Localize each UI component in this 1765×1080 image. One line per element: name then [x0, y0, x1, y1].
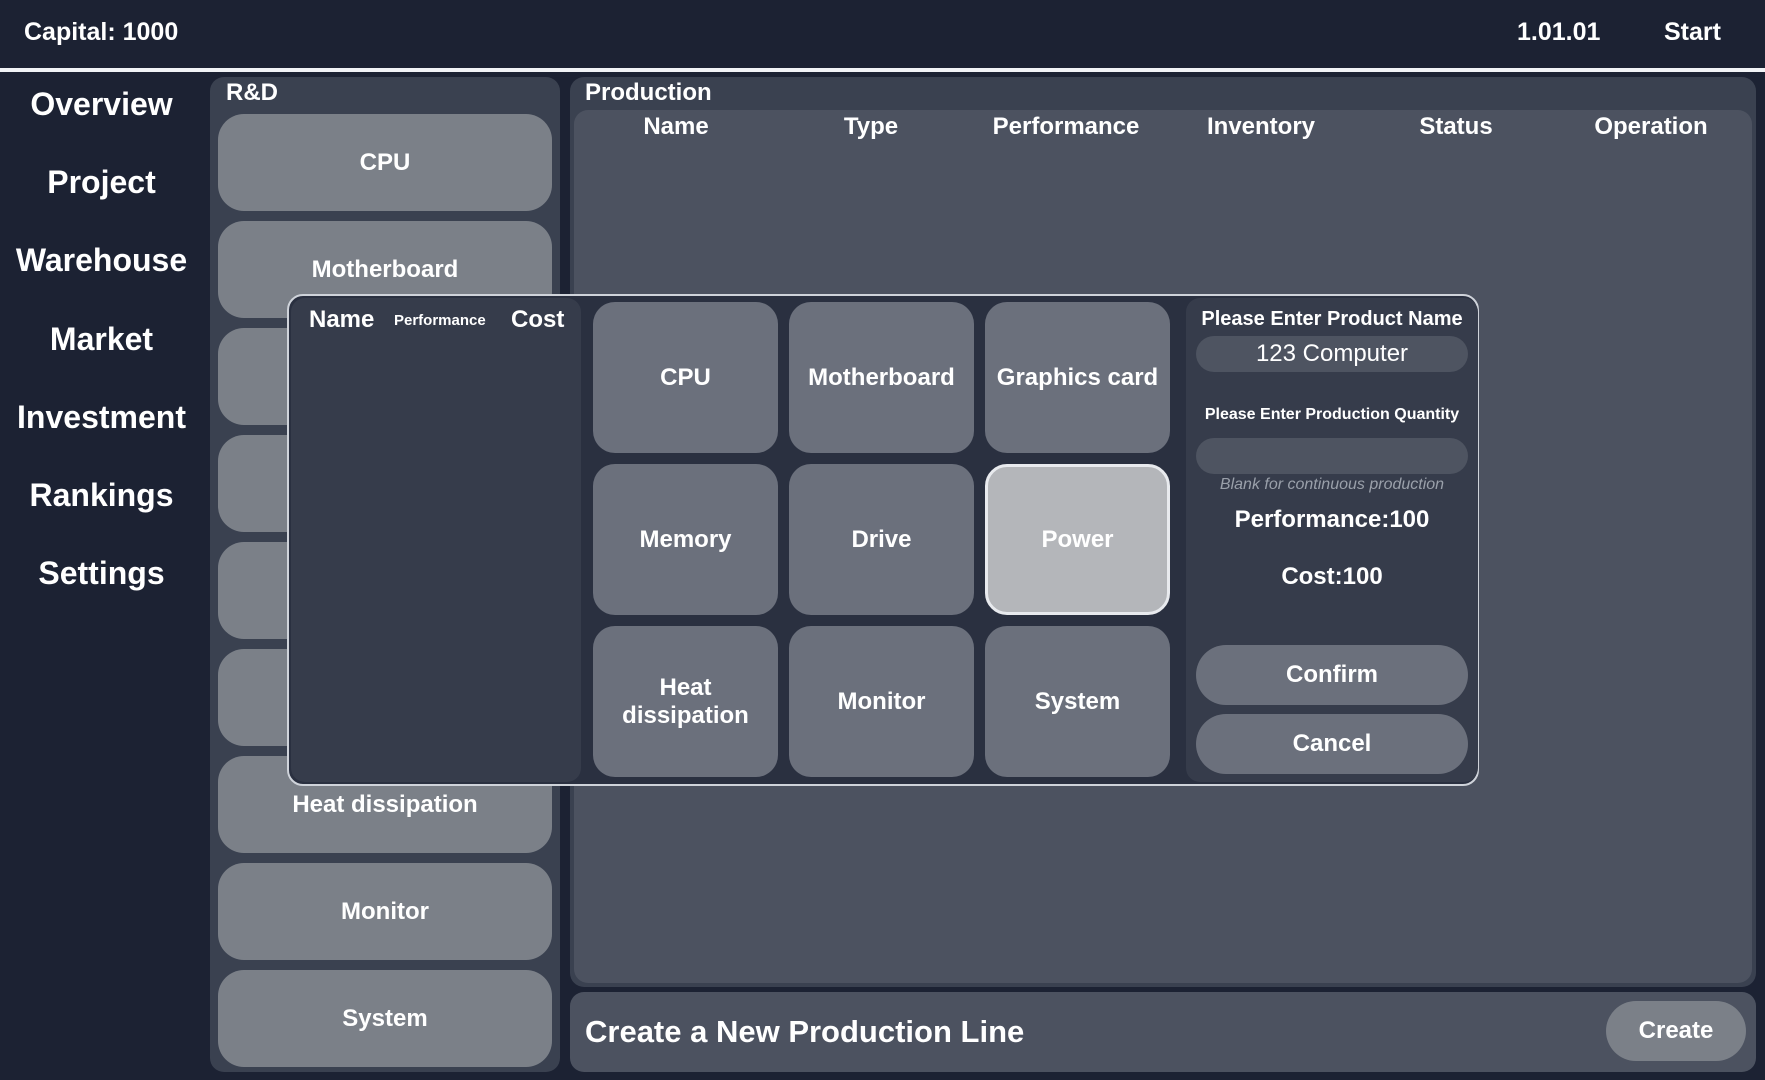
part-motherboard-button[interactable]: Motherboard: [789, 302, 974, 453]
product-name-input[interactable]: [1196, 336, 1468, 372]
production-title: Production: [585, 79, 712, 106]
production-quantity-label: Please Enter Production Quantity: [1204, 406, 1460, 423]
part-heat-dissipation-button[interactable]: Heat dissipation: [593, 626, 778, 777]
sidebar-nav: Overview Project Warehouse Market Invest…: [0, 72, 203, 1080]
rd-item-monitor[interactable]: Monitor: [218, 863, 552, 960]
product-name-label: Please Enter Product Name: [1201, 308, 1463, 330]
column-header-status: Status: [1419, 113, 1493, 140]
part-monitor-button[interactable]: Monitor: [789, 626, 974, 777]
product-settings-panel: Please Enter Product Name Please Enter P…: [1186, 298, 1478, 782]
column-header-operation: Operation: [1594, 113, 1708, 140]
quantity-hint: Blank for continuous production: [1219, 476, 1445, 493]
new-product-dialog: Name Performance Cost CPU Motherboard Gr…: [287, 294, 1479, 786]
part-cpu-button[interactable]: CPU: [593, 302, 778, 453]
top-bar: Capital: 1000 1.01.01 Start: [0, 0, 1765, 68]
create-button[interactable]: Create: [1606, 1001, 1746, 1061]
part-drive-button[interactable]: Drive: [789, 464, 974, 615]
nav-item-market[interactable]: Market: [49, 321, 154, 357]
nav-item-warehouse[interactable]: Warehouse: [15, 242, 188, 278]
create-production-line-bar: Create a New Production Line Create: [570, 992, 1756, 1072]
part-system-button[interactable]: System: [985, 626, 1170, 777]
list-header-cost: Cost: [511, 306, 565, 333]
game-date: 1.01.01: [1517, 18, 1601, 46]
nav-item-investment[interactable]: Investment: [17, 399, 186, 435]
production-quantity-input[interactable]: [1196, 438, 1468, 474]
confirm-button[interactable]: Confirm: [1196, 645, 1468, 705]
column-header-inventory: Inventory: [1206, 113, 1316, 140]
cancel-button[interactable]: Cancel: [1196, 714, 1468, 774]
create-production-line-label: Create a New Production Line: [585, 1014, 1025, 1049]
part-power-button[interactable]: Power: [985, 464, 1170, 615]
nav-item-overview[interactable]: Overview: [30, 86, 173, 122]
part-graphics-card-button[interactable]: Graphics card: [985, 302, 1170, 453]
performance-value: Performance:100: [1234, 506, 1430, 533]
capital-display: Capital: 1000: [24, 18, 179, 46]
rd-item-cpu[interactable]: CPU: [218, 114, 552, 211]
column-header-name: Name: [643, 113, 709, 140]
column-header-type: Type: [843, 113, 899, 140]
list-header-name: Name: [309, 306, 375, 333]
start-button[interactable]: Start: [1664, 18, 1721, 46]
part-memory-button[interactable]: Memory: [593, 464, 778, 615]
nav-item-rankings[interactable]: Rankings: [29, 477, 174, 513]
header-divider: [0, 68, 1765, 72]
rd-title: R&D: [226, 79, 278, 106]
component-category-grid: CPU Motherboard Graphics card Memory Dri…: [589, 296, 1469, 784]
nav-item-project[interactable]: Project: [47, 164, 156, 200]
nav-item-settings[interactable]: Settings: [38, 555, 165, 591]
component-list-panel: Name Performance Cost: [291, 298, 581, 782]
rd-item-system[interactable]: System: [218, 970, 552, 1067]
cost-value: Cost:100: [1281, 563, 1383, 590]
column-header-performance: Performance: [992, 113, 1140, 140]
list-header-performance: Performance: [394, 312, 486, 329]
